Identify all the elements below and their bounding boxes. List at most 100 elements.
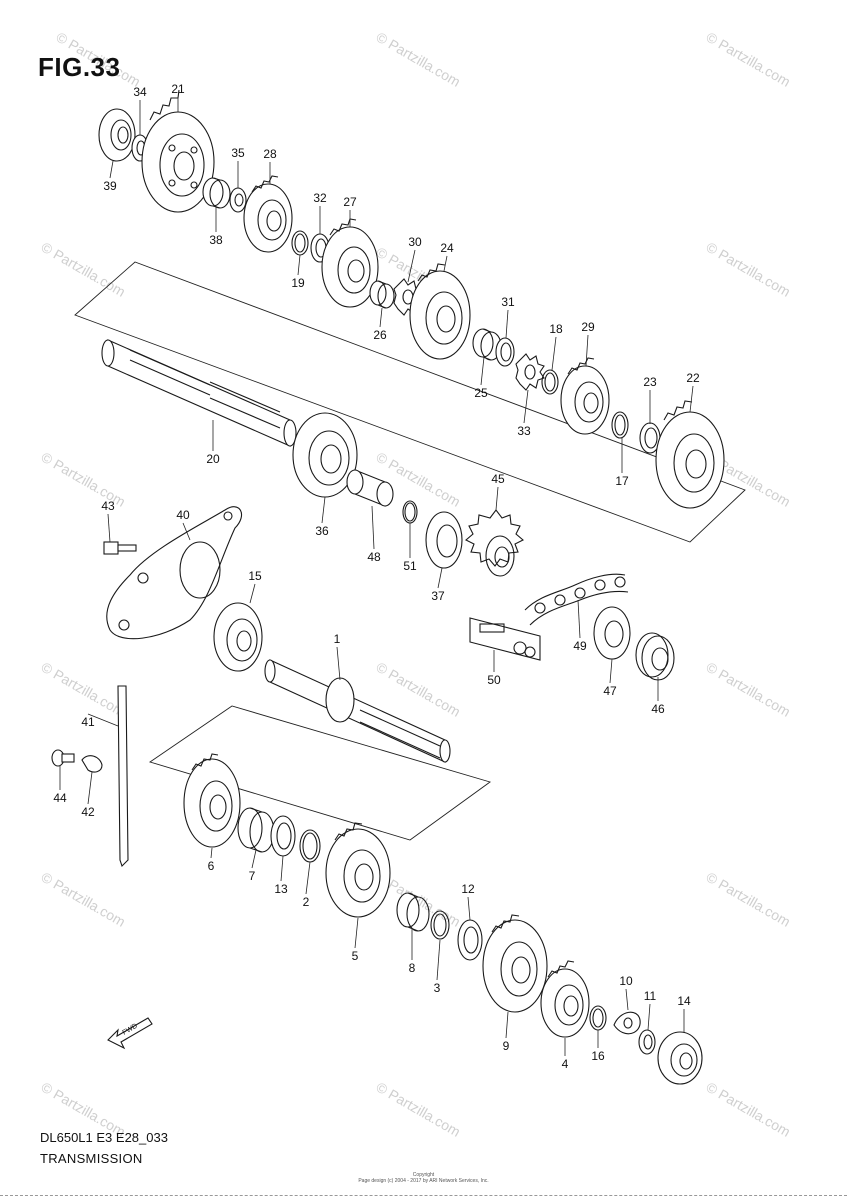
callout-label-48[interactable]: 48	[367, 550, 381, 564]
part-10-washer[interactable]	[613, 1011, 641, 1035]
callout-label-45[interactable]: 45	[491, 472, 505, 486]
callout-label-2[interactable]: 2	[303, 895, 310, 909]
callout-label-23[interactable]: 23	[643, 375, 657, 389]
callout-label-4[interactable]: 4	[562, 1057, 569, 1071]
callout-label-41[interactable]: 41	[81, 715, 95, 729]
part-48-spacer[interactable]	[346, 469, 394, 507]
callout-label-43[interactable]: 43	[101, 499, 115, 513]
part-19-circlip[interactable]	[291, 230, 309, 256]
part-14-bearing[interactable]	[657, 1031, 703, 1085]
callout-label-29[interactable]: 29	[581, 320, 595, 334]
part-40-plate[interactable]	[106, 506, 243, 640]
callout-label-16[interactable]: 16	[591, 1049, 605, 1063]
callout-label-1[interactable]: 1	[334, 632, 341, 646]
callout-label-51[interactable]: 51	[403, 559, 417, 573]
watermark-text: © Partzilla.com	[374, 1079, 464, 1140]
part-16-circlip[interactable]	[589, 1005, 607, 1031]
callout-label-49[interactable]: 49	[573, 639, 587, 653]
part-36-bearing[interactable]	[292, 412, 358, 498]
callout-label-10[interactable]: 10	[619, 974, 633, 988]
callout-label-31[interactable]: 31	[501, 295, 515, 309]
part-7-bushing[interactable]	[237, 807, 275, 853]
callout-label-27[interactable]: 27	[343, 195, 357, 209]
part-6-gear[interactable]	[183, 753, 241, 848]
callout-label-42[interactable]: 42	[81, 805, 95, 819]
part-44-bolt[interactable]	[51, 749, 75, 767]
part-15-bearing[interactable]	[213, 602, 263, 672]
part-33-lock-washer[interactable]	[515, 353, 545, 391]
part-46-nut[interactable]	[635, 632, 675, 681]
callout-label-13[interactable]: 13	[274, 882, 288, 896]
callout-label-22[interactable]: 22	[686, 371, 700, 385]
callout-label-6[interactable]: 6	[208, 859, 215, 873]
callout-label-32[interactable]: 32	[313, 191, 327, 205]
callout-label-44[interactable]: 44	[53, 791, 67, 805]
callout-label-50[interactable]: 50	[487, 673, 501, 687]
part-41-rod[interactable]	[117, 685, 129, 868]
part-24-gear[interactable]	[409, 263, 471, 360]
callout-label-34[interactable]: 34	[133, 85, 147, 99]
callout-label-33[interactable]: 33	[517, 424, 531, 438]
part-2-circlip[interactable]	[299, 829, 321, 863]
part-49-chain[interactable]	[524, 573, 629, 626]
callout-label-24[interactable]: 24	[440, 241, 454, 255]
callout-label-47[interactable]: 47	[603, 684, 617, 698]
callout-label-19[interactable]: 19	[291, 276, 305, 290]
part-39-bearing[interactable]	[98, 108, 136, 162]
callout-label-30[interactable]: 30	[408, 235, 422, 249]
callout-label-46[interactable]: 46	[651, 702, 665, 716]
callout-label-7[interactable]: 7	[249, 869, 256, 883]
callout-label-11[interactable]: 11	[644, 989, 657, 1003]
leader-line-9	[505, 1011, 509, 1039]
part-42-clamp[interactable]	[81, 755, 103, 773]
callout-label-36[interactable]: 36	[315, 524, 329, 538]
part-11-washer[interactable]	[638, 1029, 656, 1055]
callout-label-21[interactable]: 21	[171, 82, 185, 96]
callout-label-17[interactable]: 17	[615, 474, 629, 488]
part-35-washer[interactable]	[229, 187, 247, 213]
part-13-washer[interactable]	[270, 815, 296, 857]
callout-label-37[interactable]: 37	[431, 589, 445, 603]
part-38-bushing[interactable]	[202, 177, 231, 209]
part-9-gear[interactable]	[482, 914, 548, 1013]
part-18-circlip[interactable]	[541, 369, 559, 395]
part-31-washer[interactable]	[495, 337, 515, 367]
part-3-circlip[interactable]	[430, 910, 450, 940]
callout-label-26[interactable]: 26	[373, 328, 387, 342]
part-8-bushing[interactable]	[396, 892, 430, 932]
part-47-washer[interactable]	[593, 606, 631, 660]
callout-label-38[interactable]: 38	[209, 233, 223, 247]
callout-label-40[interactable]: 40	[176, 508, 190, 522]
part-25-bushing[interactable]	[472, 328, 502, 361]
callout-label-18[interactable]: 18	[549, 322, 563, 336]
part-43-bolt[interactable]	[103, 541, 137, 555]
watermark-text: © Partzilla.com	[704, 239, 794, 300]
part-45-sprocket[interactable]	[465, 509, 524, 577]
part-26-bushing[interactable]	[369, 280, 395, 309]
callout-label-5[interactable]: 5	[352, 949, 359, 963]
part-28-gear[interactable]	[243, 175, 293, 253]
callout-label-28[interactable]: 28	[263, 147, 277, 161]
callout-label-20[interactable]: 20	[206, 452, 220, 466]
callout-label-35[interactable]: 35	[231, 146, 245, 160]
callout-label-9[interactable]: 9	[503, 1039, 510, 1053]
part-4-gear[interactable]	[540, 960, 590, 1038]
callout-label-39[interactable]: 39	[103, 179, 117, 193]
part-37-oil-seal[interactable]	[425, 511, 463, 569]
part-22-gear[interactable]	[655, 400, 725, 509]
part-20-countershaft[interactable]	[101, 339, 297, 447]
part-17-circlip[interactable]	[611, 411, 629, 439]
part-29-gear[interactable]	[560, 357, 610, 435]
callout-label-15[interactable]: 15	[248, 569, 262, 583]
callout-label-14[interactable]: 14	[677, 994, 691, 1008]
callout-label-12[interactable]: 12	[461, 882, 475, 896]
part-1-driveshaft[interactable]	[264, 659, 451, 763]
leader-line-3	[436, 939, 441, 981]
callout-label-8[interactable]: 8	[409, 961, 416, 975]
callout-label-3[interactable]: 3	[434, 981, 441, 995]
part-12-washer[interactable]	[457, 919, 483, 961]
callout-label-25[interactable]: 25	[474, 386, 488, 400]
part-5-gear[interactable]	[325, 822, 391, 918]
part-50-chain-joint[interactable]	[469, 617, 541, 661]
part-51-o-ring[interactable]	[402, 500, 418, 524]
